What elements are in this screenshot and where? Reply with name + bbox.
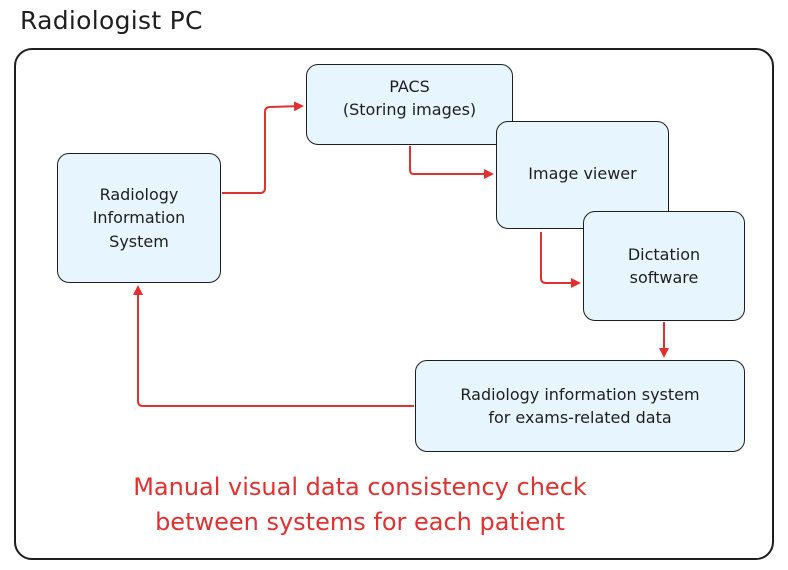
radiology-information-system-box: Radiology Information System (57, 153, 221, 283)
manual-check-note: Manual visual data consistency check bet… (133, 473, 587, 536)
ris-exams-data-box: Radiology information system for exams-r… (415, 360, 745, 452)
radiologist-pc-frame (14, 48, 774, 560)
dictation-software-box: Dictation software (583, 211, 745, 321)
pacs-box: PACS (Storing images) (306, 64, 513, 145)
diagram-title: Radiologist PC (20, 6, 203, 35)
